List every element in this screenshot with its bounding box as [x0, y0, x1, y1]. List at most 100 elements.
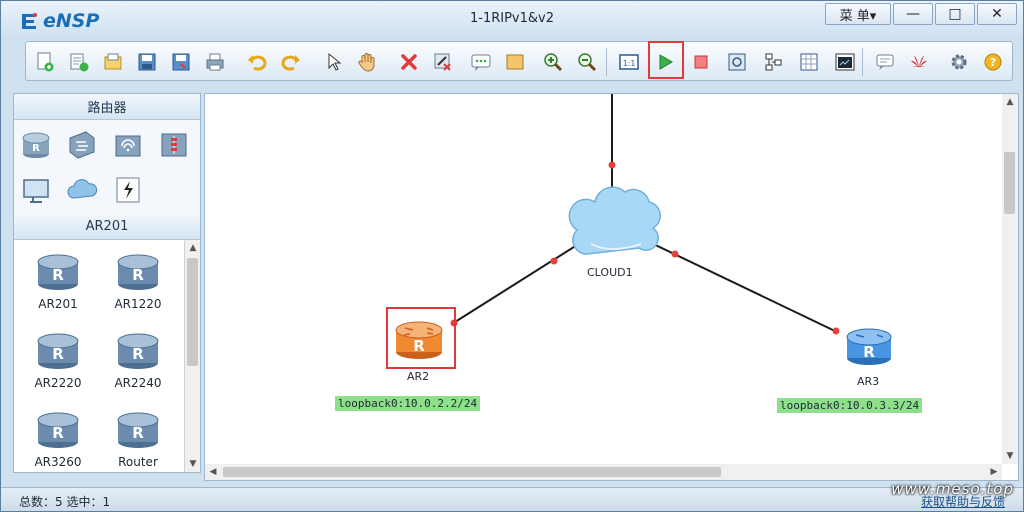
- maximize-button[interactable]: □: [935, 3, 975, 25]
- help-icon[interactable]: ?: [980, 49, 1006, 75]
- toolbar-separator: [606, 48, 607, 76]
- canvas-horizontal-scrollbar[interactable]: ◀ ▶: [205, 464, 1002, 480]
- hand-icon[interactable]: [354, 49, 380, 75]
- scrollbar-thumb[interactable]: [187, 258, 198, 366]
- list-item[interactable]: R Router: [98, 406, 178, 469]
- router-icon[interactable]: R: [395, 321, 443, 359]
- svg-text:R: R: [32, 143, 40, 154]
- svg-text:R: R: [132, 266, 144, 284]
- close-button[interactable]: ✕: [977, 3, 1017, 25]
- port-dot[interactable]: [550, 257, 558, 265]
- scroll-down-icon[interactable]: ▼: [1006, 451, 1014, 461]
- open-folder-icon[interactable]: [100, 49, 126, 75]
- router-icon[interactable]: R: [20, 128, 52, 160]
- title-bar: eNSP 1-1RIPv1&v2 菜 单▾ — □ ✕: [1, 1, 1023, 37]
- scroll-up-icon[interactable]: ▲: [1006, 97, 1014, 107]
- svg-text:R: R: [863, 343, 875, 361]
- cloud-icon[interactable]: [66, 174, 98, 206]
- port-dot[interactable]: [832, 327, 840, 335]
- topology-drawing: R R: [395, 94, 892, 365]
- router-icon[interactable]: R: [846, 328, 892, 365]
- topology-canvas[interactable]: R R CLOUD1 AR2 AR3 loopback0:10.0.2.2/24…: [204, 93, 1019, 481]
- wireless-icon[interactable]: [112, 128, 144, 160]
- svg-text:R: R: [132, 424, 144, 442]
- new-file-icon[interactable]: [32, 49, 58, 75]
- menu-button[interactable]: 菜 单▾: [825, 3, 891, 25]
- window-controls: 菜 单▾ — □ ✕: [825, 3, 1017, 25]
- list-item[interactable]: R AR2240: [98, 327, 178, 390]
- node-label-ar2: AR2: [407, 370, 430, 383]
- scroll-right-icon[interactable]: ▶: [990, 467, 998, 477]
- port-dot[interactable]: [608, 161, 616, 169]
- fit-icon[interactable]: 1:1: [616, 49, 642, 75]
- redo-icon[interactable]: [278, 49, 304, 75]
- save-icon[interactable]: [134, 49, 160, 75]
- selection-count: 总数：5 选中：1: [19, 495, 111, 509]
- toolbar-separator: [862, 48, 863, 76]
- device-label: AR2240: [114, 376, 162, 390]
- scrollbar-thumb[interactable]: [1004, 152, 1015, 214]
- switch-icon[interactable]: [66, 128, 98, 160]
- loopback-tag-ar3[interactable]: loopback0:10.0.3.3/24: [777, 398, 923, 413]
- chat-icon[interactable]: [872, 49, 898, 75]
- zoom-out-icon[interactable]: [574, 49, 600, 75]
- router-icon: R: [117, 254, 159, 290]
- port-dot[interactable]: [671, 250, 679, 258]
- device-label: Router: [118, 455, 158, 469]
- capture-icon[interactable]: [724, 49, 750, 75]
- print-icon[interactable]: [202, 49, 228, 75]
- rectangle-icon[interactable]: [502, 49, 528, 75]
- save-as-icon[interactable]: [168, 49, 194, 75]
- console-icon[interactable]: [832, 49, 858, 75]
- cloud-icon[interactable]: [568, 186, 661, 255]
- link-cloud1-ar2[interactable]: [454, 239, 586, 323]
- minimize-button[interactable]: —: [893, 3, 933, 25]
- device-label: AR201: [38, 297, 78, 311]
- list-item[interactable]: R AR1220: [98, 248, 178, 311]
- list-item[interactable]: R AR201: [18, 248, 98, 311]
- scroll-left-icon[interactable]: ◀: [209, 467, 217, 477]
- canvas-vertical-scrollbar[interactable]: ▲ ▼: [1002, 94, 1018, 464]
- delete-icon[interactable]: [396, 49, 422, 75]
- node-label-ar3: AR3: [857, 375, 880, 388]
- huawei-logo-icon[interactable]: [906, 49, 932, 75]
- gear-icon[interactable]: [946, 49, 972, 75]
- device-list-scrollbar[interactable]: ▲ ▼: [184, 240, 200, 472]
- loopback-tag-ar2[interactable]: loopback0:10.0.2.2/24: [335, 396, 481, 411]
- grid-icon[interactable]: [796, 49, 822, 75]
- list-item[interactable]: R AR3260: [18, 406, 98, 469]
- delete-link-icon[interactable]: [430, 49, 456, 75]
- svg-text:R: R: [413, 337, 425, 355]
- scrollbar-thumb[interactable]: [223, 467, 721, 477]
- status-bar: 总数：5 选中：1 获取帮助与反馈: [1, 487, 1023, 511]
- new-example-icon[interactable]: [66, 49, 92, 75]
- link-icon[interactable]: [112, 174, 144, 206]
- device-panel: 路由器 R AR201: [13, 93, 201, 473]
- start-button-highlight: [648, 41, 684, 79]
- app-name: eNSP: [43, 10, 100, 32]
- device-label: AR2220: [34, 376, 82, 390]
- series-header: AR201: [14, 214, 200, 240]
- text-note-icon[interactable]: [468, 49, 494, 75]
- router-icon: R: [117, 412, 159, 448]
- play-icon[interactable]: [652, 49, 678, 75]
- pc-icon[interactable]: [20, 174, 52, 206]
- pointer-icon[interactable]: [320, 49, 346, 75]
- router-icon: R: [117, 333, 159, 369]
- ensp-logo-icon: [19, 11, 39, 31]
- undo-icon[interactable]: [244, 49, 270, 75]
- window-title: 1-1RIPv1&v2: [469, 11, 554, 26]
- topology-icon[interactable]: [760, 49, 786, 75]
- app-logo: eNSP: [19, 9, 99, 33]
- help-feedback-link[interactable]: 获取帮助与反馈: [920, 495, 1005, 509]
- device-label: AR1220: [114, 297, 162, 311]
- scroll-up-icon[interactable]: ▲: [189, 243, 197, 253]
- main-toolbar: 1:1 ?: [25, 41, 1013, 81]
- zoom-in-icon[interactable]: [540, 49, 566, 75]
- stop-icon[interactable]: [688, 49, 714, 75]
- list-item[interactable]: R AR2220: [18, 327, 98, 390]
- scroll-down-icon[interactable]: ▼: [189, 459, 197, 469]
- svg-text:?: ?: [990, 56, 996, 69]
- firewall-icon[interactable]: [158, 128, 190, 160]
